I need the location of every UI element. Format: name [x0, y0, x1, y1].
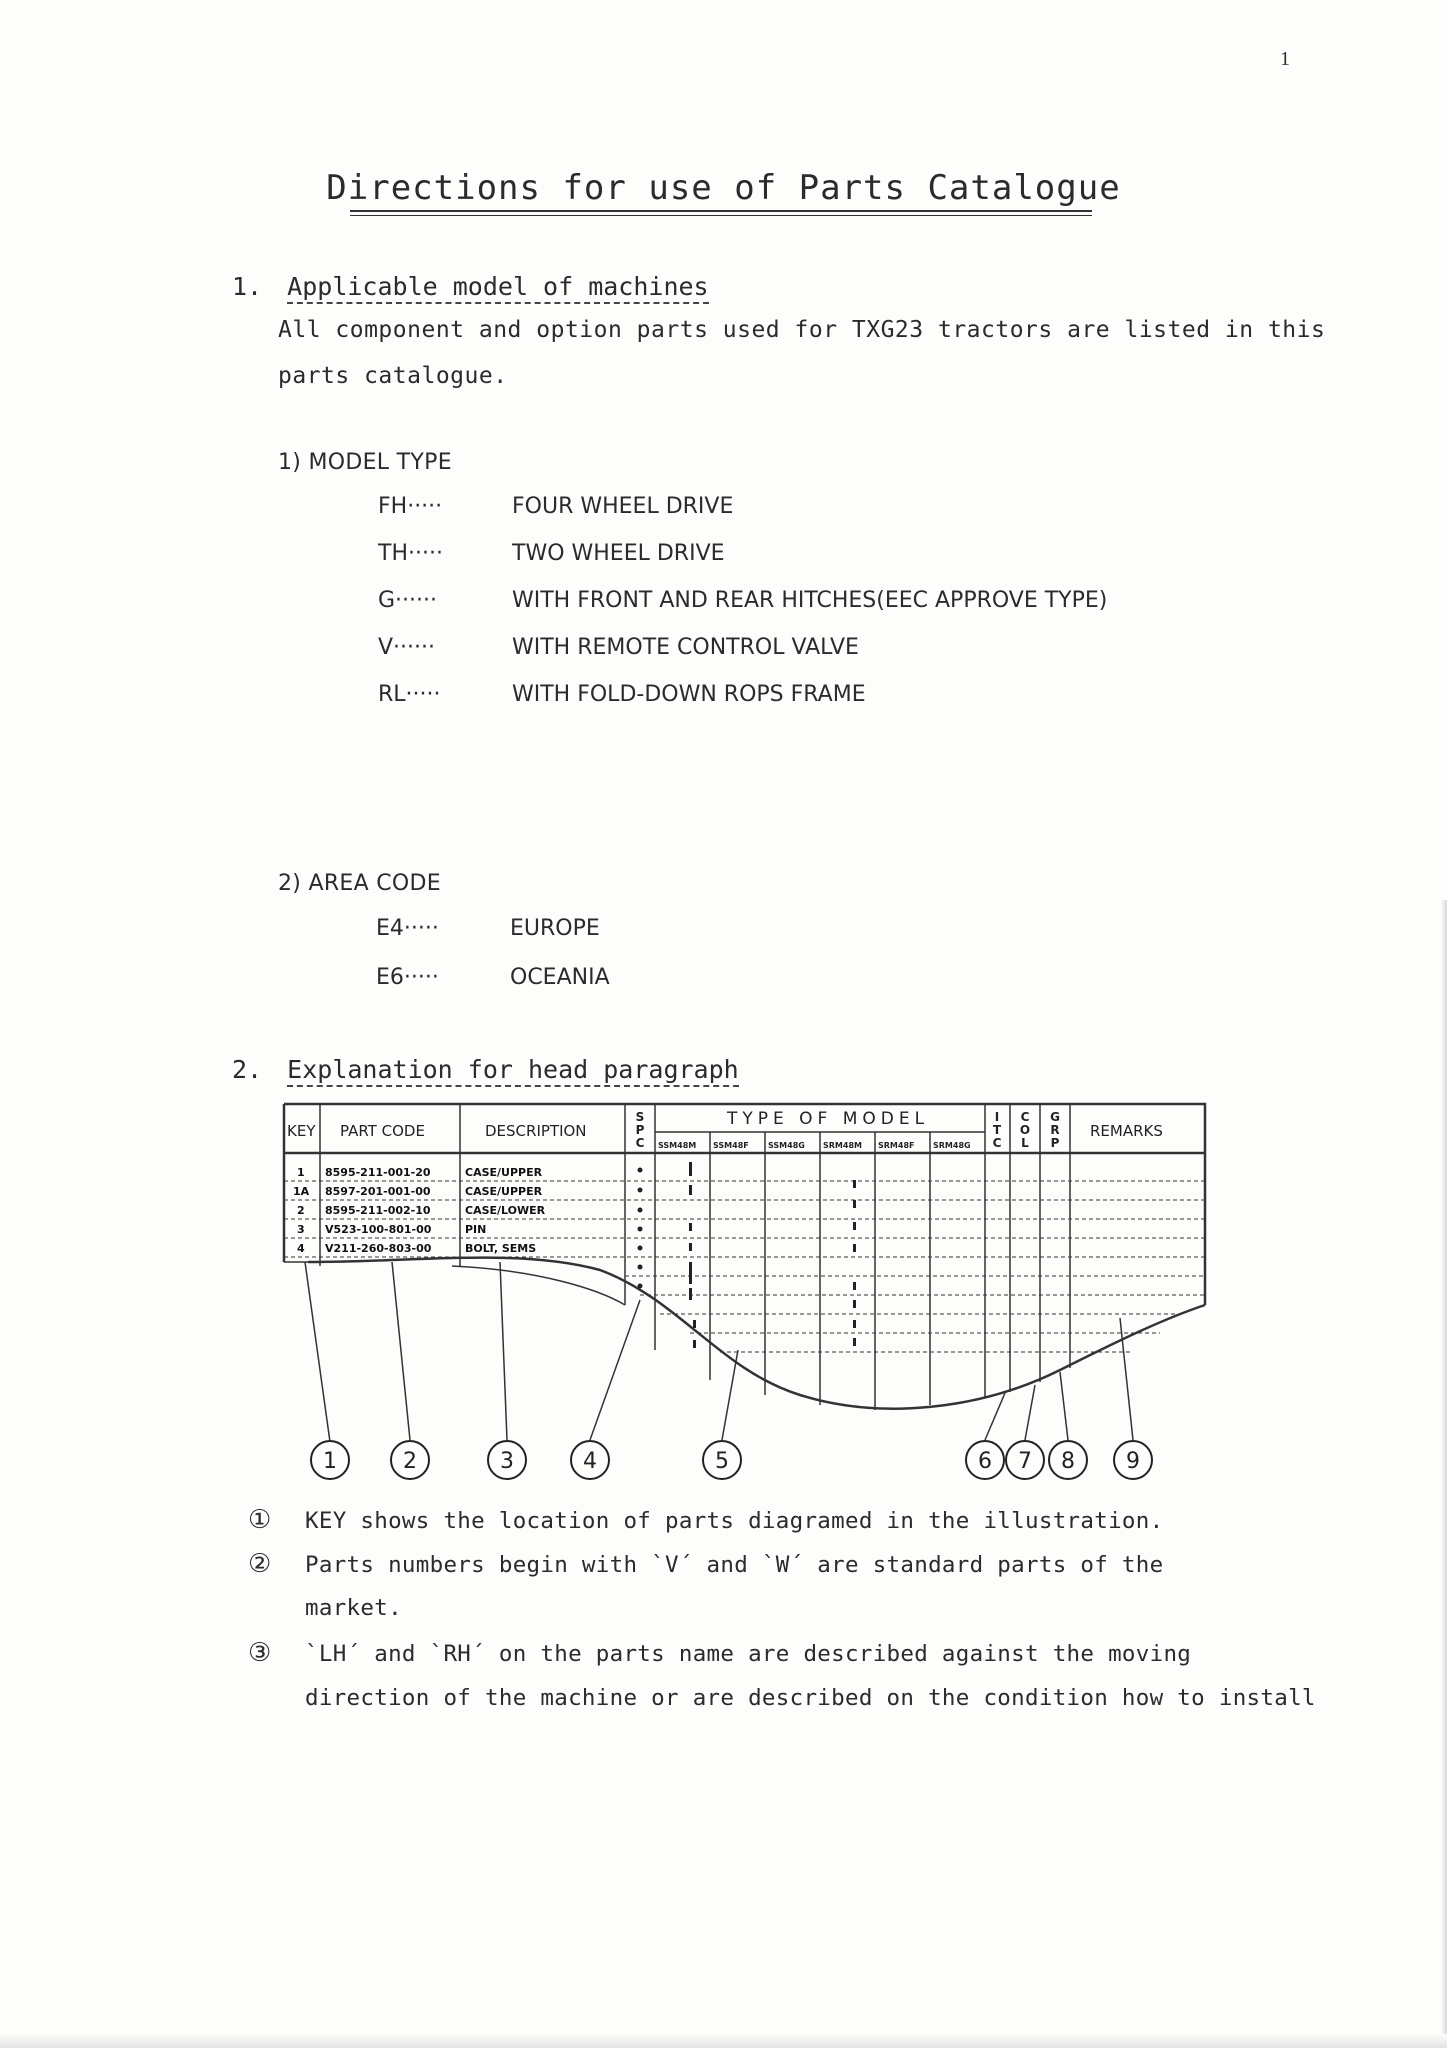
- model-code: RL·····: [378, 682, 441, 707]
- callout-circle: [1113, 1440, 1153, 1480]
- page-title: Directions for use of Parts Catalogue: [326, 168, 1121, 208]
- note-3-line-1: `LH´ and `RH´ on the parts name are desc…: [305, 1641, 1192, 1667]
- row-part-code: V211-260-803-00: [325, 1242, 432, 1255]
- callout-leaders: [304, 1261, 1134, 1443]
- row-part-code: 8595-211-001-20: [325, 1166, 431, 1179]
- model-desc: WITH FOLD-DOWN ROPS FRAME: [512, 682, 866, 707]
- note-2-line-1: Parts numbers begin with `V´ and `W´ are…: [305, 1552, 1164, 1578]
- header-type-of-model: TYPE OF MODEL: [726, 1109, 929, 1129]
- callout-circle: [1048, 1440, 1088, 1480]
- row-part-code: 8597-201-001-00: [325, 1185, 431, 1198]
- row-key: 1A: [293, 1185, 310, 1198]
- title-underline-thin: [350, 215, 1092, 216]
- title-underline: [350, 210, 1092, 212]
- section-2-number: 2.: [232, 1055, 263, 1084]
- header-model: SSM48G: [768, 1141, 805, 1150]
- row-key: 2: [297, 1204, 305, 1217]
- callout-circle: [965, 1440, 1005, 1480]
- row-description: CASE/UPPER: [465, 1185, 543, 1198]
- section-1-title: Applicable model of machines: [287, 272, 709, 304]
- callout-circle: [570, 1440, 610, 1480]
- row-description: CASE/UPPER: [465, 1166, 543, 1179]
- section-2-title: Explanation for head paragraph: [287, 1055, 739, 1087]
- section-1-paragraph-line-1: All component and option parts used for …: [278, 317, 1326, 343]
- model-code: FH·····: [378, 494, 443, 519]
- header-model: SRM48M: [823, 1141, 862, 1150]
- header-description: DESCRIPTION: [485, 1122, 587, 1140]
- note-3-line-2: direction of the machine or are describe…: [305, 1685, 1316, 1711]
- callout-circle: [1005, 1440, 1045, 1480]
- callout-circle: [702, 1440, 742, 1480]
- section-2-heading: 2. Explanation for head paragraph: [232, 1055, 739, 1087]
- row-part-code: 8595-211-002-10: [325, 1204, 431, 1217]
- model-code: V······: [378, 635, 436, 660]
- area-desc: OCEANIA: [510, 965, 610, 990]
- row-key: 1: [297, 1166, 305, 1179]
- callout-number: 6: [978, 1449, 992, 1474]
- row-description: BOLT, SEMS: [465, 1242, 536, 1255]
- model-code: G······: [378, 588, 438, 613]
- scan-edge-shadow: [1441, 900, 1447, 2048]
- model-code: TH·····: [378, 541, 443, 566]
- header-part-code: PART CODE: [340, 1122, 425, 1140]
- header-key: KEY: [287, 1122, 316, 1140]
- area-code: E4·····: [376, 916, 439, 941]
- callout-number: 9: [1126, 1449, 1140, 1474]
- callout-number: 1: [323, 1449, 337, 1474]
- callout-circle: [487, 1440, 527, 1480]
- section-1-paragraph-line-2: parts catalogue.: [278, 363, 508, 389]
- note-2-line-2: market.: [305, 1595, 402, 1621]
- note-marker: ②: [248, 1549, 272, 1579]
- area-desc: EUROPE: [510, 916, 600, 941]
- row-description: CASE/LOWER: [465, 1204, 546, 1217]
- row-description: PIN: [465, 1223, 486, 1236]
- model-desc: WITH FRONT AND REAR HITCHES(EEC APPROVE …: [512, 588, 1108, 613]
- page-number: 1: [1280, 48, 1290, 70]
- area-code: E6·····: [376, 965, 439, 990]
- callout-number: 5: [715, 1449, 729, 1474]
- callout-number: 2: [403, 1449, 417, 1474]
- model-desc: WITH REMOTE CONTROL VALVE: [512, 635, 859, 660]
- row-key: 3: [297, 1223, 305, 1236]
- model-desc: FOUR WHEEL DRIVE: [512, 494, 734, 519]
- header-remarks: REMARKS: [1090, 1122, 1163, 1140]
- area-code-label: 2) AREA CODE: [278, 871, 441, 896]
- note-marker: ①: [248, 1505, 272, 1535]
- callout-number: 7: [1018, 1449, 1032, 1474]
- note-1-line-1: KEY shows the location of parts diagrame…: [305, 1508, 1164, 1534]
- callout-number: 8: [1061, 1449, 1075, 1474]
- model-desc: TWO WHEEL DRIVE: [512, 541, 725, 566]
- model-type-label: 1) MODEL TYPE: [278, 450, 452, 475]
- callout-circle: [310, 1440, 350, 1480]
- callout-number: 3: [500, 1449, 514, 1474]
- callout-number: 4: [583, 1449, 597, 1474]
- header-model: SSM48M: [658, 1141, 696, 1150]
- header-model: SSM48F: [713, 1141, 749, 1150]
- section-1-heading: 1. Applicable model of machines: [232, 272, 709, 304]
- row-part-code: V523-100-801-00: [325, 1223, 432, 1236]
- note-marker: ③: [248, 1638, 272, 1668]
- scan-bottom-shadow: [0, 2034, 1447, 2048]
- section-1-number: 1.: [232, 272, 263, 301]
- callout-circle: [390, 1440, 430, 1480]
- header-model: SRM48G: [933, 1141, 971, 1150]
- header-model: SRM48F: [878, 1141, 914, 1150]
- row-key: 4: [297, 1242, 305, 1255]
